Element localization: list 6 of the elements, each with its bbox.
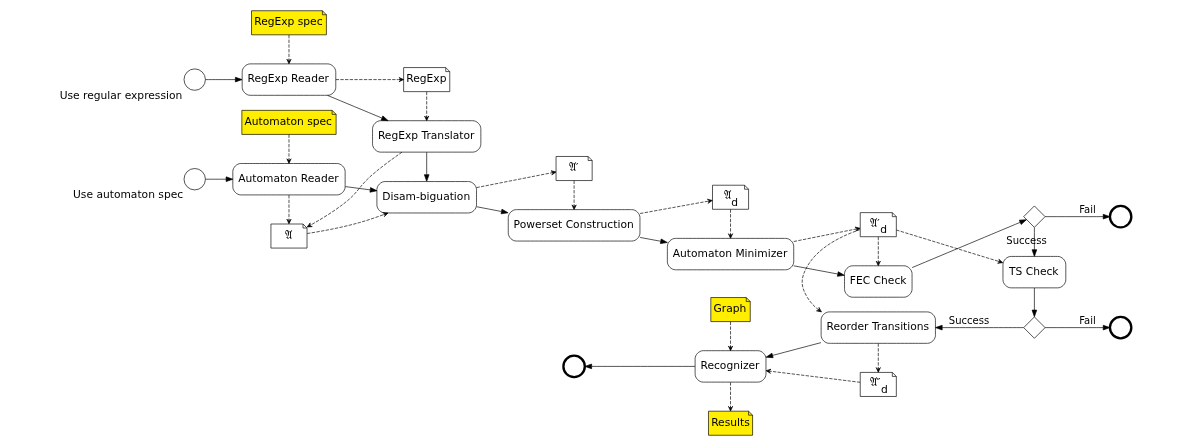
- node-label: Use automaton spec: [72, 188, 183, 202]
- edge-label: Fail: [1078, 315, 1096, 327]
- edge-label: Success: [948, 315, 989, 327]
- node-label: Use regular expression: [59, 88, 182, 102]
- edge-label: Success: [1005, 235, 1047, 247]
- edge-label: Fail: [1078, 204, 1096, 216]
